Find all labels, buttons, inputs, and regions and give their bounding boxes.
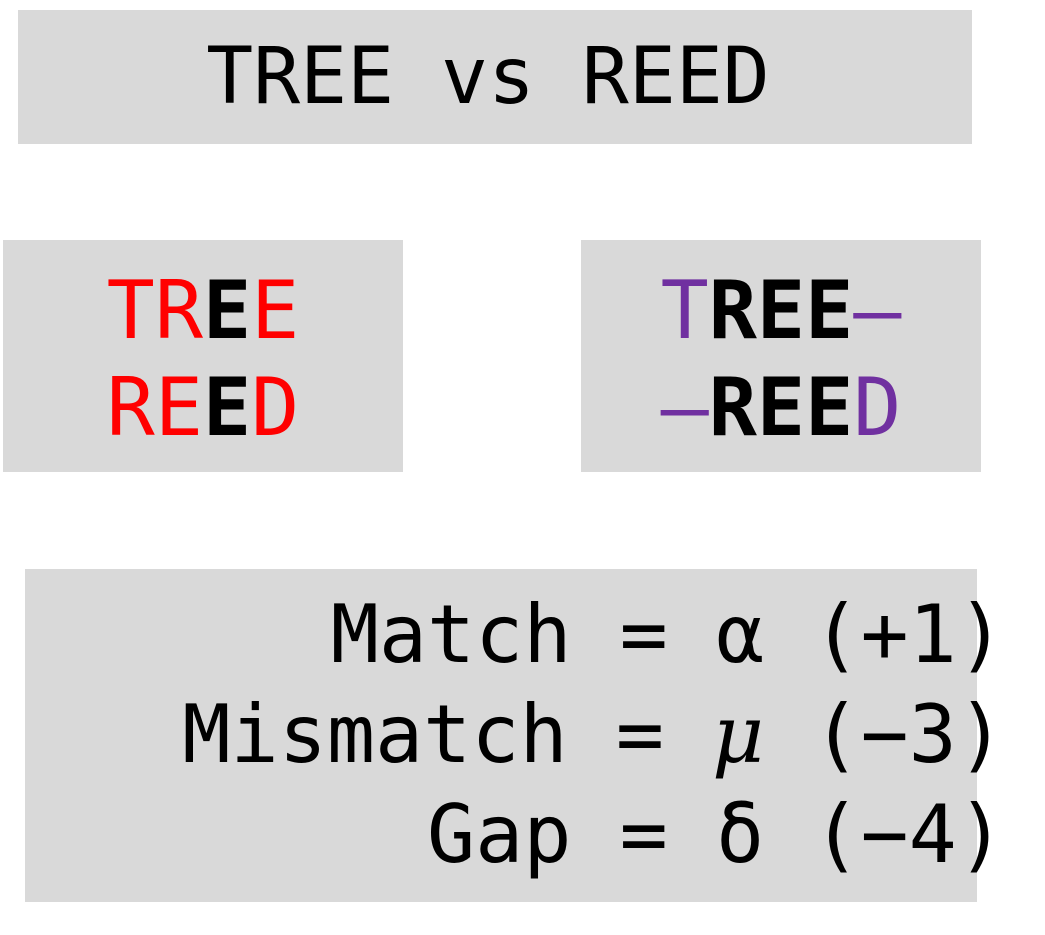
delta-symbol: δ <box>716 788 765 881</box>
alignment-char-mismatch: T <box>106 264 155 357</box>
alignment-with-gaps: TREE– –REED <box>581 262 981 456</box>
scoring-box <box>25 569 977 902</box>
match-value: (+1) <box>764 588 1005 681</box>
alignment-char-gap: – <box>853 264 902 357</box>
alignment-no-gaps: TREE REED <box>3 262 403 456</box>
alignment-char-gap: D <box>853 361 902 454</box>
alpha-symbol: α <box>716 588 765 681</box>
alignment-char-mismatch: E <box>154 361 203 454</box>
mismatch-score: Mismatch = μ (−3) <box>182 685 1005 785</box>
alignment-char-match: R <box>708 361 757 454</box>
alignment-char-match: E <box>756 361 806 454</box>
alignment-char-gap: – <box>660 361 709 454</box>
alignment-char-match: R <box>708 264 757 357</box>
alignment-char-mismatch: D <box>251 361 300 454</box>
gap-score: Gap = δ (−4) <box>427 785 1005 885</box>
alignment-char-match: E <box>805 264 854 357</box>
alignment-char-match: E <box>756 264 806 357</box>
mismatch-label: Mismatch = <box>182 688 713 781</box>
alignment-char-mismatch: R <box>106 361 155 454</box>
alignment-char-mismatch: R <box>154 264 203 357</box>
alignment-char-gap: T <box>660 264 709 357</box>
sequence-top-line: TREE– <box>661 262 902 359</box>
title-box: TREE vs REED <box>18 10 972 144</box>
sequence-bottom-line: REED <box>107 359 300 456</box>
diagram-title: TREE vs REED <box>206 32 770 122</box>
alignment-char-match: E <box>203 361 252 454</box>
mismatch-value: (−3) <box>764 688 1005 781</box>
alignment-char-match: E <box>203 264 252 357</box>
alignment-char-match: E <box>805 361 854 454</box>
sequence-top-line: TREE <box>107 262 300 359</box>
match-label: Match = <box>330 588 716 681</box>
gap-value: (−4) <box>764 788 1005 881</box>
mu-symbol: μ <box>712 688 765 781</box>
alignment-char-mismatch: E <box>251 264 300 357</box>
sequence-bottom-line: –REED <box>661 359 902 456</box>
gap-label: Gap = <box>427 788 716 881</box>
match-score: Match = α (+1) <box>331 585 1005 685</box>
alignment-no-gaps-box: TREE REED <box>3 240 403 472</box>
alignment-with-gaps-box: TREE– –REED <box>581 240 981 472</box>
